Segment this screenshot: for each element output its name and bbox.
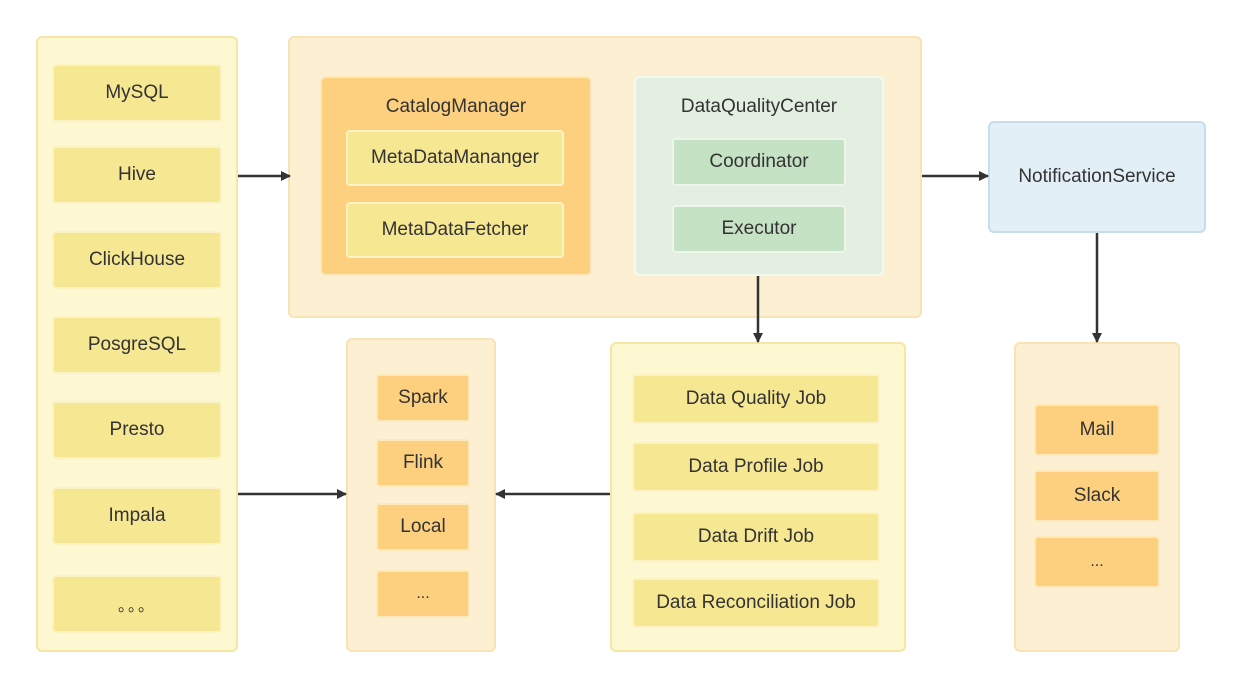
engine-flink: Flink <box>376 439 470 487</box>
metadata-manager: MetaDataMananger <box>346 130 564 186</box>
engine-spark: Spark <box>376 374 470 422</box>
datasource-mysql: MySQL <box>52 64 222 122</box>
job-data-drift: Data Drift Job <box>632 512 880 562</box>
metadata-fetcher: MetaDataFetcher <box>346 202 564 258</box>
datasource-posgresql: PosgreSQL <box>52 316 222 374</box>
engine-local: Local <box>376 503 470 551</box>
data-quality-center-title: DataQualityCenter <box>680 96 838 117</box>
catalog-manager-title: CatalogManager <box>385 96 527 117</box>
job-data-reconciliation: Data Reconciliation Job <box>632 578 880 628</box>
executor: Executor <box>672 205 846 253</box>
datasource-more: 。。。 <box>52 575 222 633</box>
datasource-presto: Presto <box>52 401 222 459</box>
datasource-clickhouse: ClickHouse <box>52 231 222 289</box>
datasource-impala: Impala <box>52 487 222 545</box>
channel-mail: Mail <box>1034 404 1160 456</box>
notification-service: NotificationService <box>988 121 1206 233</box>
job-data-quality: Data Quality Job <box>632 374 880 424</box>
datasource-hive: Hive <box>52 146 222 204</box>
job-data-profile: Data Profile Job <box>632 442 880 492</box>
engine-more: ... <box>376 570 470 618</box>
channel-more: ... <box>1034 536 1160 588</box>
channel-slack: Slack <box>1034 470 1160 522</box>
coordinator: Coordinator <box>672 138 846 186</box>
